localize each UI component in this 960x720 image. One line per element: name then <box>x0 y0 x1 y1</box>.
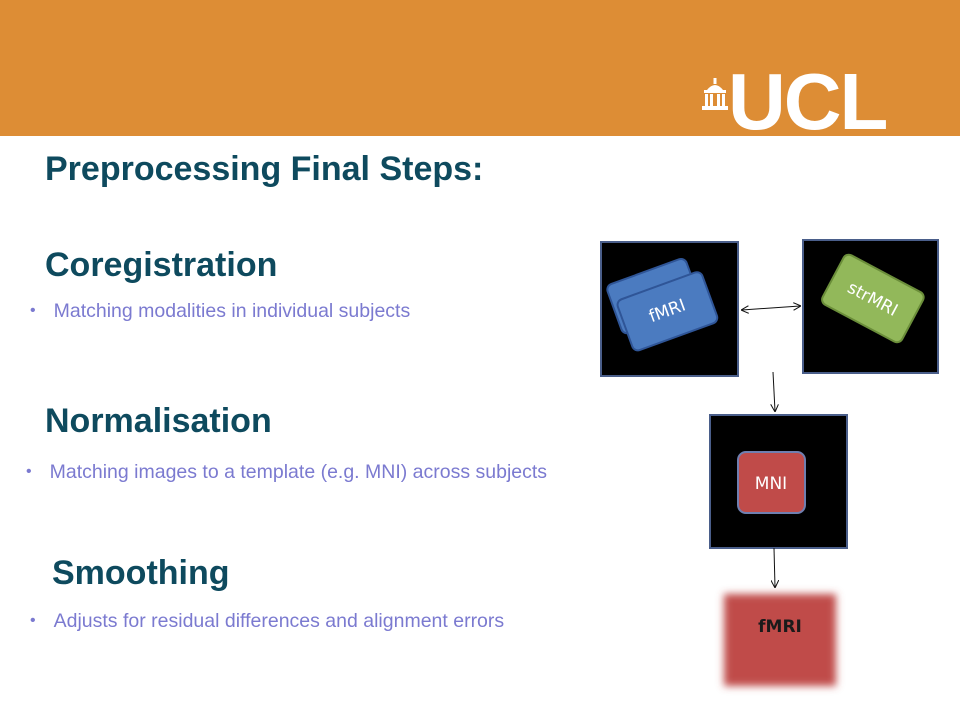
mni-card <box>737 451 806 514</box>
smoothing-arrow <box>774 547 775 587</box>
smoothed-fmri: fMRI <box>724 594 836 686</box>
page-title: Preprocessing Final Steps: <box>45 150 484 188</box>
bullet-coregistration: • Matching modalities in individual subje… <box>30 300 410 323</box>
bullet-text: Adjusts for residual differences and ali… <box>53 610 505 632</box>
header-banner <box>0 0 960 136</box>
bullet-normalisation: • Matching images to a template (e.g. MNI… <box>26 461 547 484</box>
bullet-dot: • <box>30 302 36 319</box>
bullet-smoothing: • Adjusts for residual differences and al… <box>30 610 504 633</box>
ucl-logo: UCL <box>700 62 920 142</box>
bullet-text: Matching modalities in individual subjec… <box>53 300 411 322</box>
coregistration-arrow <box>742 306 800 310</box>
heading-normalisation: Normalisation <box>45 402 272 440</box>
portico-icon <box>702 78 728 110</box>
mni-label: MNI <box>755 474 787 494</box>
normalisation-arrow <box>773 371 775 411</box>
bullet-text: Matching images to a template (e.g. MNI)… <box>49 461 548 483</box>
smoothed-fmri-block <box>724 594 836 686</box>
ucl-logo-text: UCL <box>728 57 888 146</box>
heading-smoothing: Smoothing <box>52 554 230 592</box>
fmri-box: fMRI <box>600 241 739 377</box>
fmri-card-front <box>616 271 719 352</box>
strmri-card <box>821 253 925 344</box>
strmri-box: strMRI <box>802 239 939 374</box>
bullet-dot: • <box>26 463 32 480</box>
smoothed-fmri-label: fMRI <box>758 617 802 637</box>
heading-coregistration: Coregistration <box>45 246 278 284</box>
mni-box: MNI <box>709 414 848 549</box>
bullet-dot: • <box>30 612 36 629</box>
